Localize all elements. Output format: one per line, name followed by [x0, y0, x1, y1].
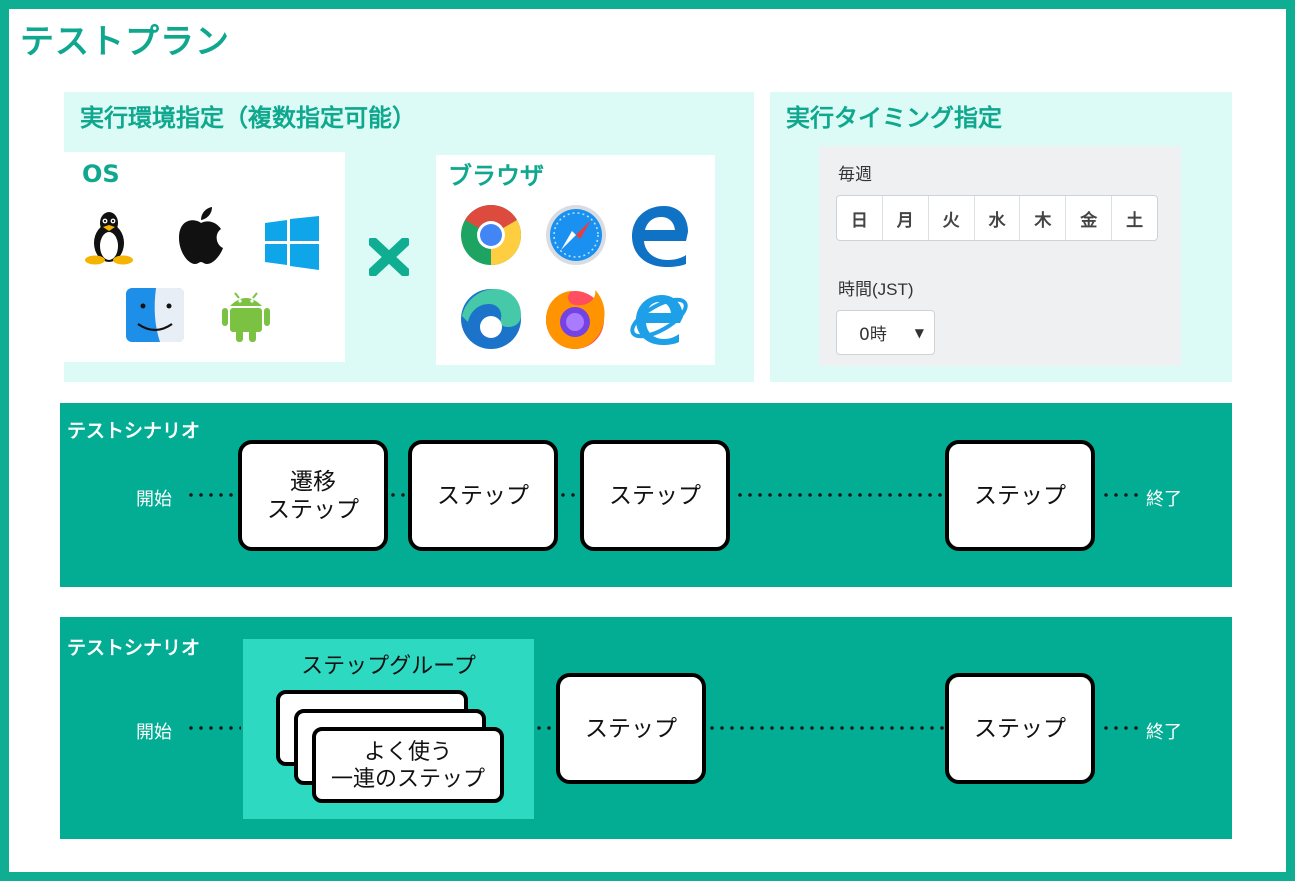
step-box: ステップ [945, 440, 1095, 551]
linux-icon [85, 212, 133, 265]
day-sunday[interactable]: 日 [837, 196, 883, 240]
scenario-2-start: 開始 [136, 722, 172, 742]
connector [558, 493, 580, 497]
day-wednesday[interactable]: 水 [975, 196, 1021, 240]
chevron-down-icon: ▼ [914, 325, 924, 340]
connector [186, 493, 238, 497]
step-label: ステップ [437, 481, 529, 508]
page-title: テストプラン [20, 22, 230, 62]
android-icon [222, 292, 270, 342]
timing-title: 実行タイミング指定 [786, 104, 1002, 132]
windows-icon [265, 216, 319, 270]
time-select[interactable]: 0時 ▼ [836, 310, 935, 355]
step-box: ステップ [556, 673, 706, 784]
finder-icon [126, 288, 184, 342]
scenario-1-title: テストシナリオ [67, 420, 201, 442]
internet-explorer-icon [630, 295, 688, 345]
browser-title: ブラウザ [448, 162, 544, 190]
day-tuesday[interactable]: 火 [929, 196, 975, 240]
step-label: 遷移 ステップ [267, 467, 359, 522]
connector [388, 493, 408, 497]
step-box: ステップ [580, 440, 730, 551]
weekly-label: 毎週 [838, 165, 872, 184]
scenario-2-end: 終了 [1146, 722, 1182, 742]
connector [186, 726, 241, 730]
connector [534, 726, 556, 730]
time-select-value: 0時 [859, 325, 887, 345]
scenario-1-start: 開始 [136, 489, 172, 509]
apple-icon [179, 207, 223, 264]
step-box: ステップ [945, 673, 1095, 784]
day-thursday[interactable]: 木 [1020, 196, 1067, 240]
step-label: ステップ [609, 481, 701, 508]
safari-icon [546, 205, 606, 265]
day-saturday[interactable]: 土 [1126, 210, 1144, 231]
chrome-icon [461, 204, 522, 265]
multiply-icon [369, 238, 409, 276]
edge-legacy-icon [632, 206, 688, 267]
step-group-title: ステップグループ [301, 653, 476, 678]
step-label: ステップ [585, 714, 677, 741]
edge-icon [461, 289, 521, 349]
step-label: ステップ [974, 481, 1066, 508]
stacked-card [312, 727, 504, 803]
day-monday[interactable]: 月 [883, 196, 929, 240]
connector [707, 726, 945, 730]
firefox-icon [546, 290, 605, 349]
connector [1101, 493, 1143, 497]
step-label: ステップ [974, 714, 1066, 741]
day-friday[interactable]: 金 [1066, 196, 1113, 240]
environment-title: 実行環境指定（複数指定可能） [80, 104, 416, 132]
connector [735, 493, 945, 497]
time-label: 時間(JST) [838, 280, 914, 299]
step-group-card-label: よく使う 一連のステップ [330, 738, 485, 792]
scenario-2-title: テストシナリオ [67, 637, 201, 659]
weekday-selector: 日 月 火 水 木 金 土 [836, 195, 1158, 241]
transition-step: 遷移 ステップ [238, 440, 388, 551]
os-title: OS [82, 160, 120, 188]
scenario-1-end: 終了 [1146, 489, 1182, 509]
connector [1101, 726, 1143, 730]
step-box: ステップ [408, 440, 558, 551]
